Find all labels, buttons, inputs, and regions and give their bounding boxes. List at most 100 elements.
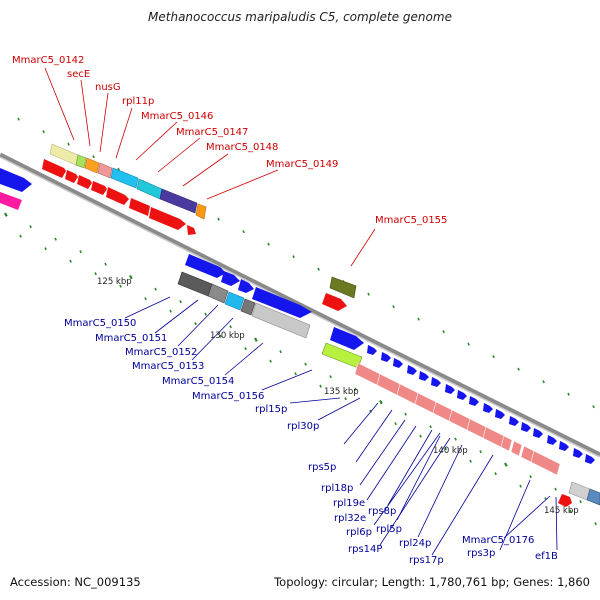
label-MmarC5_0153[interactable]: MmarC5_0153 bbox=[132, 361, 204, 372]
gene-arrow-blue-cluster[interactable] bbox=[469, 396, 479, 406]
label-MmarC5_0148[interactable]: MmarC5_0148 bbox=[206, 142, 278, 153]
label-rps3p[interactable]: rps3p bbox=[467, 548, 495, 559]
tick-mark bbox=[279, 350, 282, 354]
gene-box-0154[interactable] bbox=[251, 302, 311, 339]
label-MmarC5_0150[interactable]: MmarC5_0150 bbox=[64, 318, 136, 329]
label-MmarC5_0142[interactable]: MmarC5_0142 bbox=[12, 55, 84, 66]
gene-arrow-blue-cluster[interactable] bbox=[559, 441, 569, 451]
label-MmarC5_0152[interactable]: MmarC5_0152 bbox=[125, 347, 197, 358]
gene-box-secE[interactable] bbox=[75, 154, 87, 169]
gene-arrow-blue-cluster[interactable] bbox=[381, 352, 391, 362]
tick-mark bbox=[79, 250, 82, 254]
gene-box-0147[interactable] bbox=[136, 178, 163, 200]
gene-arrow-blue-cluster[interactable] bbox=[445, 384, 455, 394]
gene-arrow-blue-cluster[interactable] bbox=[533, 428, 543, 438]
gene-arrow-blue-cluster[interactable] bbox=[407, 365, 417, 375]
gene-box-0155[interactable] bbox=[329, 276, 357, 299]
label-rpl5p[interactable]: rpl5p bbox=[376, 524, 402, 535]
label-secE[interactable]: secE bbox=[67, 69, 90, 80]
gene-arrow-blue-cluster[interactable] bbox=[573, 448, 583, 458]
label-MmarC5_0156[interactable]: MmarC5_0156 bbox=[192, 391, 264, 402]
gene-arrow-red-5[interactable] bbox=[106, 187, 129, 205]
gene-box-0151[interactable] bbox=[207, 283, 229, 304]
gene-box-0153[interactable] bbox=[240, 298, 256, 316]
gene-arrow-blue-cluster[interactable] bbox=[509, 416, 519, 426]
gene-arrow-red-0155[interactable] bbox=[322, 293, 347, 311]
gene-arrow-blue-l2[interactable] bbox=[221, 271, 240, 286]
gene-box-pink-left[interactable] bbox=[0, 192, 22, 210]
gene-box-pink-cluster[interactable] bbox=[432, 401, 453, 422]
label-rps14P[interactable]: rps14P bbox=[348, 544, 382, 555]
gene-box-pink-cluster[interactable] bbox=[376, 373, 401, 396]
tick-mark bbox=[567, 392, 570, 396]
label-rpl15p[interactable]: rpl15p bbox=[255, 404, 287, 415]
gene-arrow-red-4[interactable] bbox=[91, 181, 107, 195]
gene-arrow-red-3[interactable] bbox=[77, 175, 92, 189]
tick-mark bbox=[517, 367, 520, 371]
gene-arrow-red-2[interactable] bbox=[65, 170, 78, 183]
gene-arrow-blue-cluster[interactable] bbox=[585, 454, 595, 464]
label-MmarC5_0155[interactable]: MmarC5_0155 bbox=[375, 215, 447, 226]
gene-arrow-red-8[interactable] bbox=[187, 225, 196, 235]
gene-box-0152[interactable] bbox=[224, 291, 245, 311]
gene-arrow-red-7[interactable] bbox=[149, 207, 186, 230]
gene-box-0149[interactable] bbox=[195, 203, 207, 220]
label-rpl24p[interactable]: rpl24p bbox=[399, 538, 431, 549]
gene-arrow-blue-cluster[interactable] bbox=[457, 390, 467, 400]
track-upper-inner bbox=[42, 159, 196, 235]
label-MmarC5_0146[interactable]: MmarC5_0146 bbox=[141, 111, 213, 122]
gene-arrow-blue-cluster[interactable] bbox=[393, 358, 403, 368]
tick-mark bbox=[404, 412, 407, 416]
gene-box-rpl11p[interactable] bbox=[97, 162, 113, 179]
label-rpl19e[interactable]: rpl19e bbox=[333, 498, 365, 509]
gene-arrow-red-right[interactable] bbox=[558, 494, 572, 507]
gene-box-pink-cluster[interactable] bbox=[482, 426, 505, 448]
label-nusG[interactable]: nusG bbox=[95, 82, 121, 93]
gene-arrow-blue-cluster[interactable] bbox=[419, 371, 429, 381]
label-rps17p[interactable]: rps17p bbox=[409, 555, 444, 566]
gene-arrow-blue-cluster[interactable] bbox=[367, 345, 377, 355]
gene-arrow-blue-cluster[interactable] bbox=[521, 422, 531, 432]
label-ef1B[interactable]: ef1B bbox=[535, 551, 558, 562]
gene-box-0146[interactable] bbox=[110, 167, 139, 189]
label-rpl11p[interactable]: rpl11p bbox=[122, 96, 154, 107]
gene-box-pink-cluster[interactable] bbox=[500, 435, 513, 452]
gene-box-gray-right[interactable] bbox=[568, 481, 591, 501]
label-rpl6p[interactable]: rpl6p bbox=[346, 527, 372, 538]
gene-box-pink-cluster[interactable] bbox=[414, 392, 437, 414]
tick-mark bbox=[4, 212, 8, 217]
gene-box-pink-cluster[interactable] bbox=[530, 450, 561, 476]
gene-box-pink-cluster[interactable] bbox=[510, 440, 523, 457]
gene-arrow-blue-l4[interactable] bbox=[252, 287, 312, 318]
label-MmarC5_0149[interactable]: MmarC5_0149 bbox=[266, 159, 338, 170]
label-MmarC5_0176[interactable]: MmarC5_0176 bbox=[462, 535, 534, 546]
gene-arrow-blue-l3[interactable] bbox=[238, 279, 254, 293]
gene-box-nusG[interactable] bbox=[84, 157, 100, 174]
gene-arrow-blue-cluster[interactable] bbox=[431, 377, 441, 387]
label-rps5p[interactable]: rps5p bbox=[308, 462, 336, 473]
gene-arrow-blue-cluster[interactable] bbox=[483, 403, 493, 413]
label-MmarC5_0151[interactable]: MmarC5_0151 bbox=[95, 333, 167, 344]
gene-arrow-blue-l1[interactable] bbox=[185, 254, 226, 278]
gene-box-0142[interactable] bbox=[49, 143, 79, 166]
gene-box-steel-right[interactable] bbox=[586, 488, 600, 506]
gene-arrow-blue-left[interactable] bbox=[0, 168, 32, 192]
gene-box-pink-cluster[interactable] bbox=[466, 418, 487, 439]
label-rpl32e[interactable]: rpl32e bbox=[334, 513, 366, 524]
gene-arrow-blue-cluster[interactable] bbox=[547, 435, 557, 445]
label-rpl30p[interactable]: rpl30p bbox=[287, 421, 319, 432]
label-rpl18p[interactable]: rpl18p bbox=[321, 483, 353, 494]
gene-box-0150[interactable] bbox=[177, 271, 213, 297]
gene-box-pink-cluster[interactable] bbox=[396, 383, 419, 405]
label-MmarC5_0154[interactable]: MmarC5_0154 bbox=[162, 376, 234, 387]
gene-arrow-red-6[interactable] bbox=[129, 198, 150, 216]
leader-line bbox=[177, 304, 219, 347]
label-rps8p[interactable]: rps8p bbox=[368, 506, 396, 517]
gene-arrow-blue-r1[interactable] bbox=[330, 327, 364, 350]
gene-box-pink-cluster[interactable] bbox=[354, 362, 381, 386]
gene-box-0148[interactable] bbox=[159, 188, 198, 214]
label-MmarC5_0147[interactable]: MmarC5_0147 bbox=[176, 127, 248, 138]
gene-arrow-blue-cluster[interactable] bbox=[495, 409, 505, 419]
gene-box-pink-cluster[interactable] bbox=[448, 409, 471, 431]
gene-arrow-red-1[interactable] bbox=[42, 159, 66, 178]
